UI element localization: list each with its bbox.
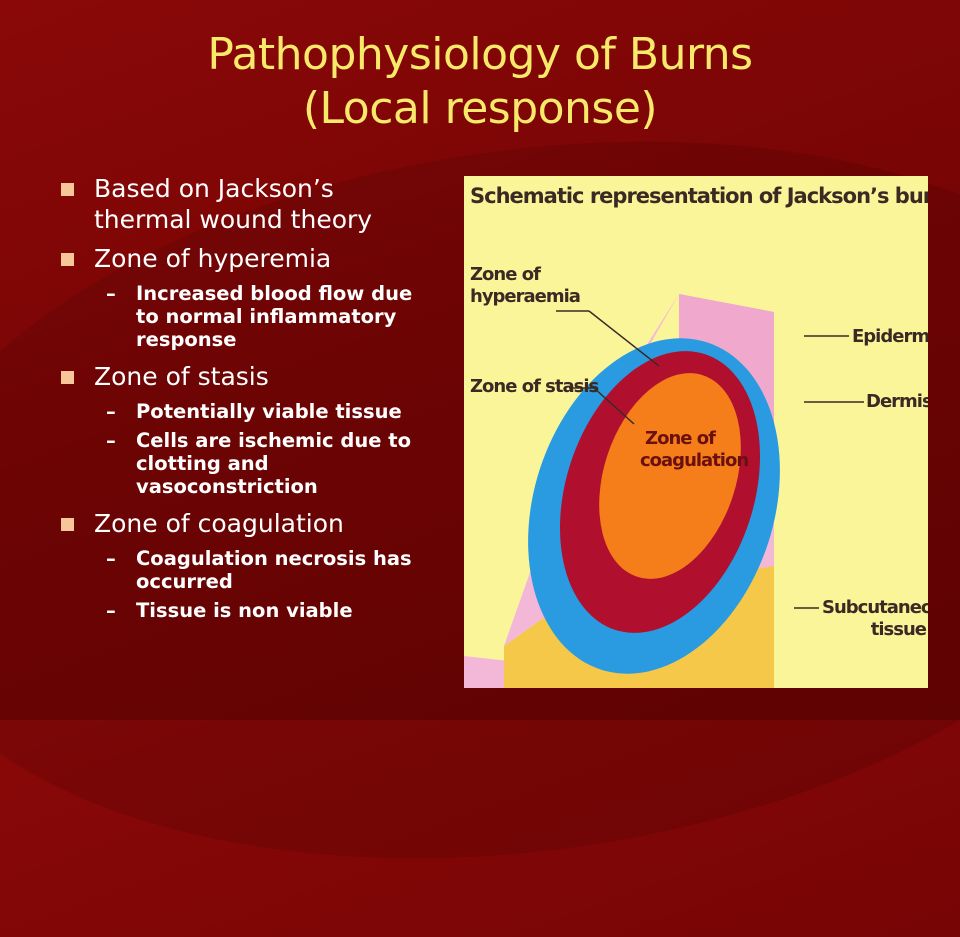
bullet-hyperemia: Zone of hyperemia <box>60 243 460 274</box>
title-line-2: (Local response) <box>302 83 658 134</box>
dash-icon: – <box>106 547 116 570</box>
sub-bullet: – Potentially viable tissue <box>60 400 460 423</box>
label-text: Subcutaneous <box>822 597 928 618</box>
label-subcutaneous: Subcutaneous tissue <box>822 597 928 641</box>
sub-bullet: – Increased blood flow due to normal inf… <box>60 282 460 351</box>
title-line-1: Pathophysiology of Burns <box>207 29 753 80</box>
label-text: Zone of <box>645 428 716 449</box>
bullet-stasis: Zone of stasis <box>60 361 460 392</box>
label-coagulation: Zone of coagulation <box>640 428 749 472</box>
bullet-square-icon <box>61 518 74 531</box>
bullet-square-icon <box>61 371 74 384</box>
bullet-text: Zone of hyperemia <box>94 244 332 273</box>
dash-icon: – <box>106 282 116 305</box>
label-text: tissue <box>870 619 927 640</box>
sub-bullet-text: Potentially viable tissue <box>136 400 402 423</box>
dash-icon: – <box>106 429 116 452</box>
bullet-text: thermal wound theory <box>94 205 373 234</box>
bullet-text: Zone of coagulation <box>94 509 344 538</box>
bullet-text: Based on Jackson’s <box>94 174 334 203</box>
burn-model-figure: Schematic representation of Jackson’s bu… <box>464 176 928 688</box>
bullet-jackson: Based on Jackson’s thermal wound theory <box>60 173 460 235</box>
bullet-coagulation: Zone of coagulation <box>60 508 460 539</box>
label-hyperaemia: Zone of hyperaemia <box>470 264 581 308</box>
sub-bullet-text: occurred <box>136 570 233 593</box>
zone-coagulation <box>599 373 741 579</box>
sub-bullet: – Coagulation necrosis has occurred <box>60 547 460 593</box>
label-text: coagulation <box>640 450 749 471</box>
figure-title: Schematic representation of Jackson’s bu… <box>470 184 928 208</box>
sub-bullet-text: Tissue is non viable <box>136 599 353 622</box>
label-epidermis: Epidermis <box>852 326 928 347</box>
slide-title: Pathophysiology of Burns (Local response… <box>0 28 960 136</box>
sub-bullet-text: to normal inflammatory <box>136 305 397 328</box>
sub-bullet: – Cells are ischemic due to clotting and… <box>60 429 460 498</box>
label-stasis: Zone of stasis <box>470 376 599 397</box>
label-dermis: Dermis <box>866 391 928 412</box>
bullet-square-icon <box>61 183 74 196</box>
bullet-square-icon <box>61 253 74 266</box>
bullet-text: Zone of stasis <box>94 362 269 391</box>
label-text: hyperaemia <box>470 286 581 307</box>
dash-icon: – <box>106 599 116 622</box>
sub-bullet-text: Increased blood flow due <box>136 282 413 305</box>
sub-bullet-text: Coagulation necrosis has <box>136 547 412 570</box>
sub-bullet: – Tissue is non viable <box>60 599 460 622</box>
sub-bullet-text: response <box>136 328 237 351</box>
dash-icon: – <box>106 400 116 423</box>
leader-line <box>593 387 635 425</box>
bullet-list: Based on Jackson’s thermal wound theory … <box>60 173 460 628</box>
sub-bullet-text: clotting and <box>136 452 269 475</box>
leader-line <box>588 310 660 367</box>
label-text: Zone of <box>470 264 541 285</box>
sub-bullet-text: vasoconstriction <box>136 475 318 498</box>
sub-bullet-text: Cells are ischemic due to <box>136 429 411 452</box>
burn-model-diagram <box>464 294 864 688</box>
